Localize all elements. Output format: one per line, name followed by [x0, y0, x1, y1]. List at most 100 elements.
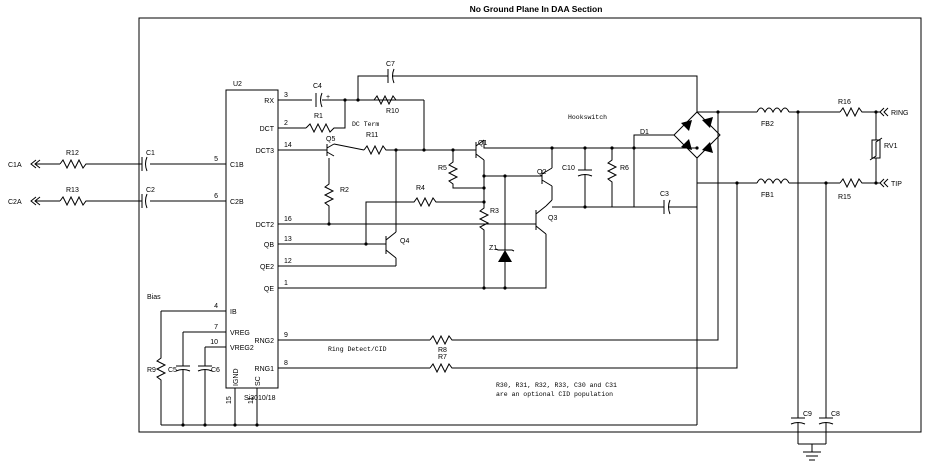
resistor-r7: R7	[429, 183, 738, 374]
resistor-r11: R11	[363, 132, 424, 156]
transistor-q3: Q3	[535, 205, 557, 235]
svg-text:C2B: C2B	[230, 199, 244, 206]
svg-text:R8: R8	[438, 347, 447, 354]
svg-text:QE: QE	[264, 286, 274, 293]
ic-right-pin-dct3: DCT3 14	[256, 142, 320, 155]
capacitor-c9: C9	[790, 112, 812, 444]
svg-text:5: 5	[214, 156, 218, 163]
svg-text:D1: D1	[640, 129, 649, 136]
resistor-r10: R10	[373, 94, 399, 115]
svg-text:RING: RING	[891, 110, 909, 117]
svg-text:R13: R13	[66, 187, 79, 194]
svg-text:R10: R10	[386, 108, 399, 115]
svg-text:QE2: QE2	[260, 264, 274, 271]
svg-text:1: 1	[284, 280, 288, 287]
svg-text:13: 13	[284, 236, 292, 243]
capacitor-c10: C10	[562, 148, 593, 207]
svg-text:VREG: VREG	[230, 330, 250, 337]
resistor-r16: R16	[838, 99, 880, 118]
note-cid-line2: are an optional CID population	[496, 391, 613, 398]
ferrite-fb1: FB1	[756, 178, 790, 199]
note-hookswitch: Hookswitch	[568, 114, 607, 121]
svg-text:R16: R16	[838, 99, 851, 106]
svg-text:15: 15	[226, 396, 233, 404]
port-c2a: C2A	[8, 196, 60, 206]
svg-text:C7: C7	[386, 61, 395, 68]
capacitor-c5: C5	[168, 332, 191, 425]
svg-text:R9: R9	[147, 367, 156, 374]
svg-text:TIP: TIP	[891, 181, 902, 188]
svg-text:10: 10	[210, 339, 218, 346]
svg-text:R1: R1	[314, 113, 323, 120]
svg-text:2: 2	[284, 120, 288, 127]
capacitor-c3: C3	[634, 183, 698, 215]
ferrite-fb2: FB2	[756, 107, 790, 128]
ic-right-pin-rng1: RNG1 8	[255, 360, 430, 373]
resistor-r13: R13	[59, 187, 135, 207]
capacitor-c8: C8	[818, 183, 840, 444]
svg-text:R6: R6	[620, 165, 629, 172]
resistor-r1: R1	[305, 100, 346, 134]
transistor-q4: Q4	[385, 231, 409, 266]
svg-text:C5: C5	[168, 367, 177, 374]
ic-u2-ref: U2	[233, 81, 242, 88]
capacitor-c6: C6	[197, 347, 220, 425]
port-ring: RING	[879, 107, 909, 117]
svg-text:RNG1: RNG1	[255, 366, 275, 373]
note-ring-detect: Ring Detect/CID	[328, 346, 387, 353]
svg-text:DCT2: DCT2	[256, 222, 274, 229]
svg-text:9: 9	[284, 332, 288, 339]
ic-right-pin-dct: DCT 2	[260, 120, 306, 133]
ic-left-pin-vreg: VREG 7	[183, 324, 250, 337]
capacitor-c4: C4 +	[313, 83, 330, 108]
svg-text:R2: R2	[340, 187, 349, 194]
svg-text:FB1: FB1	[761, 192, 774, 199]
ic-right-pin-qe: QE 1	[264, 280, 542, 293]
port-tip: TIP	[879, 178, 902, 188]
svg-text:14: 14	[284, 142, 292, 149]
daa-section-frame	[138, 17, 922, 433]
svg-text:C2: C2	[146, 187, 155, 194]
svg-text:11: 11	[248, 397, 255, 404]
ic-right-pin-rx: RX 3	[264, 92, 312, 105]
ic-left-pin-vreg2: VREG2 10	[205, 339, 254, 352]
resistor-r2: R2	[323, 158, 349, 224]
capacitor-c2: C2	[135, 187, 155, 209]
svg-text:R15: R15	[838, 194, 851, 201]
svg-text:QB: QB	[264, 242, 274, 249]
svg-text:R3: R3	[490, 208, 499, 215]
svg-text:Q2: Q2	[537, 169, 546, 176]
svg-text:C1: C1	[146, 150, 155, 157]
svg-text:C1B: C1B	[230, 162, 244, 169]
ic-right-pin-rng2: RNG2 9	[255, 332, 430, 345]
svg-text:16: 16	[284, 216, 292, 223]
transistor-q1: Q1	[424, 139, 487, 161]
svg-text:C8: C8	[831, 411, 840, 418]
svg-text:C9: C9	[803, 411, 812, 418]
port-c1a: C1A	[8, 159, 60, 169]
svg-text:R11: R11	[366, 132, 378, 139]
svg-text:IB: IB	[230, 309, 237, 316]
svg-text:6: 6	[214, 193, 218, 200]
resistor-r12: R12	[59, 150, 135, 170]
svg-text:C4: C4	[313, 83, 322, 90]
ic-left-pin-c1b: C1B 5	[150, 156, 244, 169]
svg-text:3: 3	[284, 92, 288, 99]
ic-left-pin-ib: IB 4	[161, 303, 237, 316]
earth-ground-icon	[798, 443, 826, 461]
svg-text:RX: RX	[264, 98, 274, 105]
svg-text:Q1: Q1	[478, 140, 487, 147]
transistor-q2: Q2	[536, 167, 553, 187]
svg-text:Z1: Z1	[489, 245, 497, 252]
resistor-r8: R8	[429, 112, 719, 354]
svg-text:C3: C3	[660, 191, 669, 198]
diagram-title: No Ground Plane In DAA Section	[470, 4, 603, 14]
note-cid-line1: R30, R31, R32, R33, C30 and C31	[496, 382, 617, 389]
resistor-r9: R9	[147, 311, 167, 425]
ic-bottom-pin-sc: SC 11	[248, 376, 262, 425]
svg-text:RV1: RV1	[884, 143, 898, 150]
resistor-r15: R15	[838, 177, 880, 201]
svg-text:+: +	[326, 94, 330, 101]
capacitor-c7: C7	[357, 61, 698, 112]
